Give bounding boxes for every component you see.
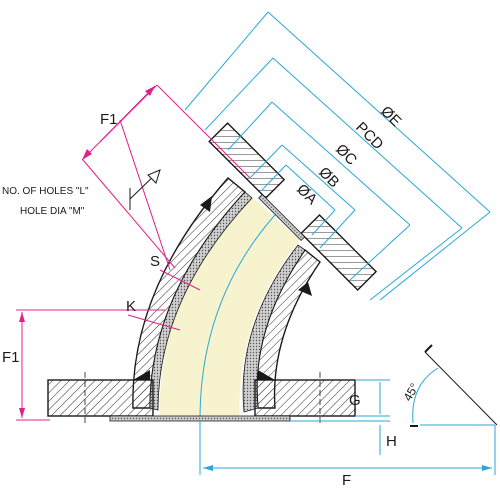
label-f1-left: F1 — [2, 349, 20, 366]
label-oe: ØE — [377, 103, 404, 130]
holes-leader — [129, 169, 161, 210]
label-angle: 45° — [400, 381, 421, 404]
label-ob: ØB — [315, 164, 342, 191]
bottom-flange — [47, 370, 356, 424]
label-oa: ØA — [293, 181, 320, 208]
label-pcd: PCD — [352, 119, 387, 154]
label-oc: ØC — [332, 141, 360, 169]
diagonal-dimensions — [184, 11, 491, 301]
s-k-markers — [127, 269, 201, 331]
inner-liner — [242, 244, 306, 413]
label-holes-1: NO. OF HOLES "L" — [2, 186, 89, 197]
outer-liner — [149, 191, 253, 411]
label-f1-top: F1 — [100, 111, 118, 128]
label-s: S — [150, 253, 160, 270]
label-h: H — [386, 433, 397, 450]
top-flange — [208, 122, 378, 291]
elbow-centerline — [199, 214, 276, 421]
label-k: K — [126, 298, 136, 315]
f1-left-dimension — [16, 309, 165, 421]
weld-top-right — [298, 282, 312, 296]
f1-top-dimension — [81, 84, 251, 271]
elbow-bore — [159, 195, 300, 420]
label-holes-2: HOLE DIA "M" — [20, 206, 85, 217]
angle-dimension — [410, 344, 498, 427]
bottom-dimensions — [199, 379, 496, 475]
weld-top-left — [200, 196, 212, 212]
label-f: F — [342, 472, 351, 489]
label-g: G — [349, 392, 361, 409]
